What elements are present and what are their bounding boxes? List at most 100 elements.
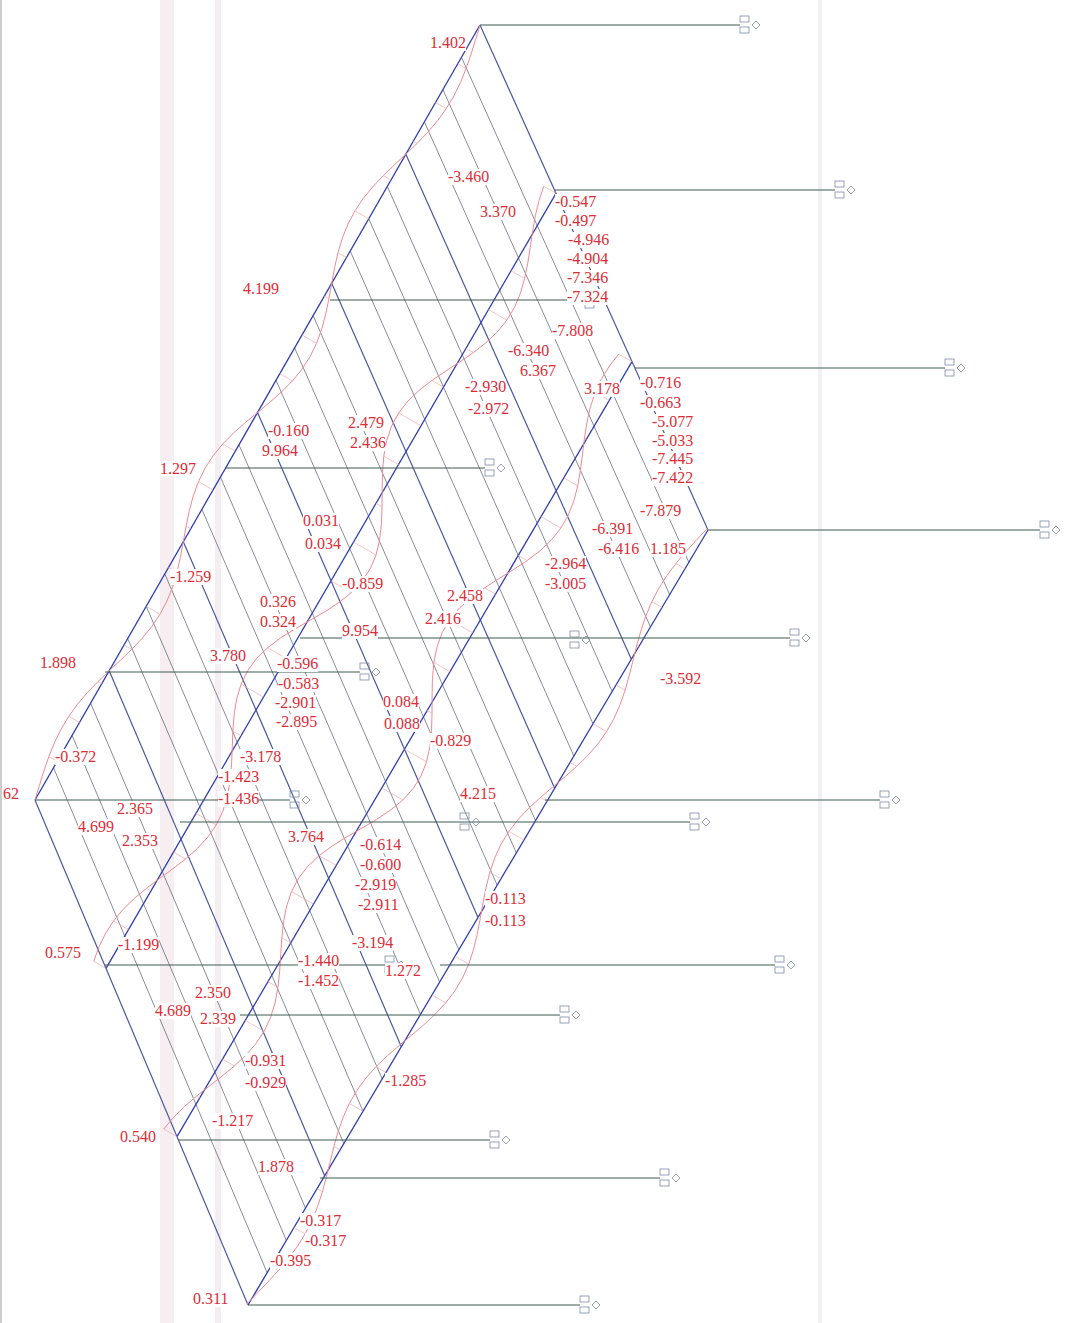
moment-value: -5.077 — [652, 414, 693, 430]
support-symbol — [290, 791, 310, 808]
moment-hatch — [511, 271, 525, 279]
moment-hatch — [309, 619, 310, 621]
moment-hatch — [484, 588, 495, 594]
support-symbol — [660, 1169, 680, 1186]
support-link — [440, 965, 775, 966]
moment-value: -3.005 — [545, 576, 586, 592]
moment-hatch — [518, 555, 527, 560]
moment-value: 3.764 — [288, 829, 324, 845]
moment-value: -0.317 — [300, 1213, 341, 1229]
moment-hatch — [616, 685, 625, 690]
moment-value: 3.370 — [480, 204, 516, 220]
moment-value: -0.859 — [342, 576, 383, 592]
moment-diagram — [247, 529, 707, 1304]
moment-hatch — [593, 724, 607, 732]
moment-value: 4.199 — [243, 281, 279, 297]
moment-value: -0.600 — [360, 857, 401, 873]
moment-hatch — [233, 731, 241, 736]
transverse-beam — [109, 671, 325, 1176]
moment-hatch — [383, 176, 391, 180]
moment-value: 0.575 — [45, 945, 81, 961]
transverse-beam — [239, 445, 459, 950]
moment-value: 4.689 — [155, 1003, 191, 1019]
moment-value: -6.340 — [508, 343, 549, 359]
moment-hatch — [707, 529, 708, 531]
support-symbol — [570, 631, 590, 648]
moment-hatch — [570, 763, 577, 767]
moment-hatch — [282, 938, 291, 943]
moment-value: 1.878 — [258, 1159, 294, 1175]
moment-value: 2.436 — [350, 435, 386, 451]
support-link — [180, 822, 690, 823]
support-symbol — [945, 359, 965, 376]
support-symbol — [790, 629, 810, 646]
moment-value: 0.034 — [305, 536, 341, 552]
moment-value: -1.423 — [218, 769, 259, 785]
moment-hatch — [198, 482, 213, 490]
moment-value: -7.808 — [552, 323, 593, 339]
support-symbol — [580, 1296, 600, 1313]
moment-hatch — [324, 296, 329, 299]
moment-value: -6.416 — [598, 541, 639, 557]
support-link — [635, 368, 945, 369]
moment-hatch — [69, 716, 80, 722]
moment-hatch — [409, 1034, 412, 1035]
moment-hatch — [541, 517, 561, 528]
moment-diagram — [35, 25, 480, 800]
moment-hatch — [354, 542, 377, 555]
moment-hatch — [223, 444, 236, 451]
moment-value: -0.931 — [245, 1053, 286, 1069]
moment-hatch — [544, 186, 556, 193]
moment-hatch — [376, 1067, 386, 1073]
moment-hatch — [427, 710, 432, 713]
moment-value: -7.422 — [652, 470, 693, 486]
moment-hatch — [455, 956, 469, 964]
moment-hatch — [405, 749, 427, 762]
moment-value: -0.583 — [278, 676, 319, 692]
transverse-beam — [276, 380, 497, 885]
moment-hatch — [432, 995, 446, 1003]
support-symbol — [460, 813, 480, 830]
moment-hatch — [147, 888, 151, 891]
background-band — [818, 0, 822, 1323]
moment-value: -0.716 — [640, 375, 681, 391]
moment-hatch — [382, 788, 403, 800]
transverse-beam — [202, 509, 421, 1014]
moment-hatch — [146, 606, 160, 614]
transverse-beam — [146, 606, 363, 1111]
moment-value: -0.614 — [360, 837, 401, 853]
moment-value: -2.919 — [355, 877, 396, 893]
moment-hatch — [540, 797, 547, 801]
moment-value: -6.391 — [592, 521, 633, 537]
moment-value: 6.367 — [520, 363, 556, 379]
moment-hatch — [564, 478, 578, 486]
transverse-beam — [424, 122, 650, 627]
transverse-beam — [165, 574, 382, 1079]
moment-value: -0.372 — [55, 749, 96, 765]
moment-value: -4.904 — [567, 251, 608, 267]
support-symbol — [485, 459, 505, 476]
support-symbol — [880, 791, 900, 808]
moment-hatch — [98, 682, 102, 684]
moment-value: 2.479 — [348, 415, 384, 431]
moment-value: -0.317 — [305, 1233, 346, 1249]
moment-hatch — [334, 1146, 340, 1150]
moment-value: 0.326 — [260, 594, 296, 610]
support-symbol — [740, 16, 760, 33]
moment-value: -3.194 — [352, 935, 393, 951]
moment-value: -2.911 — [358, 897, 399, 913]
moment-hatch — [676, 564, 685, 569]
moment-value: -5.033 — [652, 433, 693, 449]
moment-hatch — [223, 1059, 235, 1066]
moment-value: -0.547 — [555, 194, 596, 210]
moment-hatch — [584, 438, 586, 439]
moment-hatch — [619, 354, 632, 362]
moment-hatch — [652, 602, 662, 608]
support-link — [480, 25, 740, 26]
moment-value: 1.272 — [385, 963, 421, 979]
moment-value: 2.339 — [200, 1011, 236, 1027]
moment-value: 0.088 — [384, 716, 420, 732]
